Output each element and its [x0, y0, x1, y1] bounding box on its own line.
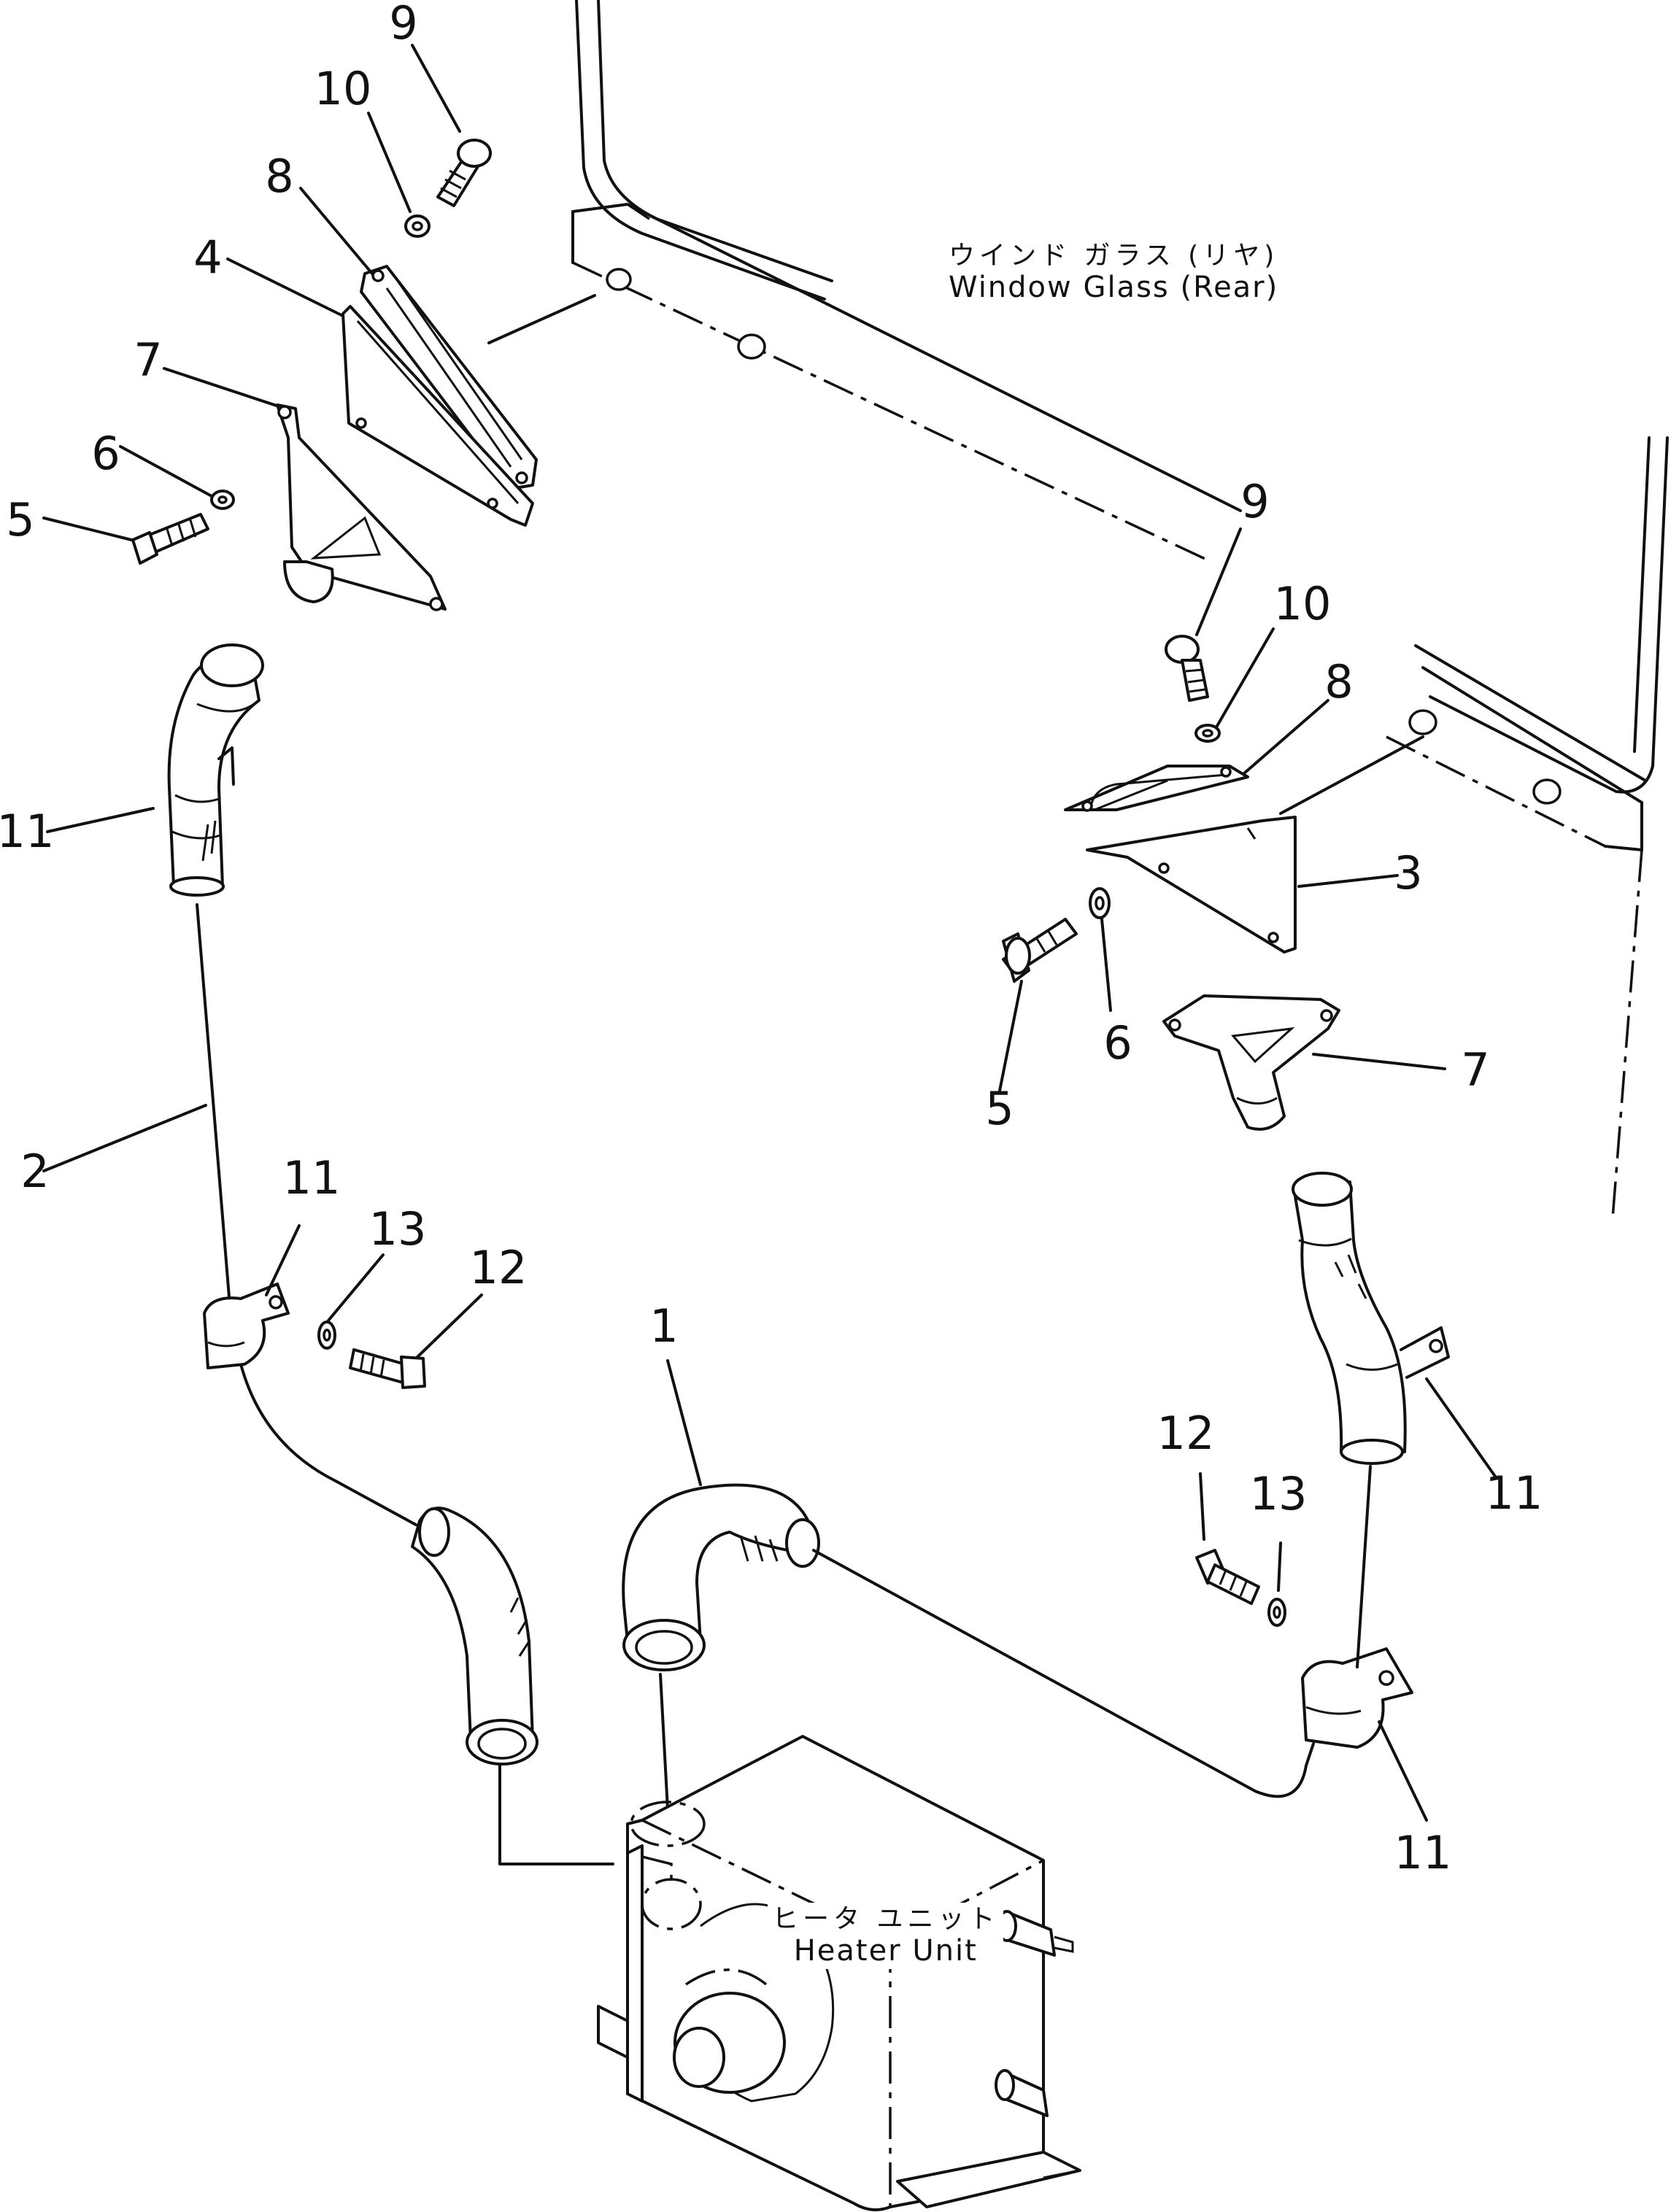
callout-2: 2 [20, 1145, 50, 1198]
callout-11-right-top: 11 [1485, 1466, 1543, 1520]
callout-6-left: 6 [91, 427, 120, 480]
callout-12-left: 12 [469, 1241, 528, 1294]
clamp-11-right-lower [1301, 1465, 1413, 1749]
washer-10-top [404, 214, 431, 238]
callout-7-right: 7 [1461, 1043, 1490, 1097]
callout-11-left-clamp: 11 [282, 1151, 341, 1204]
bolt-12-right [1195, 1549, 1260, 1605]
window-glass-caption-en: Window Glass (Rear) [949, 271, 1279, 305]
window-glass-caption: ウインド ガラス (リヤ) Window Glass (Rear) [949, 241, 1278, 304]
callout-3: 3 [1394, 846, 1423, 900]
heater-unit-caption-jp: ヒータ ユニット [772, 1904, 1000, 1934]
callout-12-right: 12 [1157, 1407, 1215, 1460]
bolt-5-left [131, 513, 209, 565]
washer-13-left [317, 1320, 336, 1350]
callout-6-right: 6 [1103, 1016, 1132, 1070]
duct-7-left [276, 403, 447, 611]
callout-4: 4 [193, 231, 223, 284]
screw-9-top [436, 139, 492, 207]
gasket-8-right [1064, 765, 1249, 812]
callout-9-top: 9 [389, 0, 418, 50]
cab-frame-left [571, 0, 1242, 563]
callout-9-right: 9 [1240, 475, 1270, 528]
callout-8-right: 8 [1324, 655, 1354, 708]
window-glass-caption-jp: ウインド ガラス (リヤ) [949, 241, 1279, 271]
cab-frame-right [1386, 436, 1669, 1219]
duct-3 [1086, 735, 1424, 954]
gasket-8-top [360, 265, 538, 490]
hose-11-right-upper [1292, 1172, 1450, 1465]
duct-7-right [1162, 994, 1340, 1131]
callout-11-left-top: 11 [0, 805, 55, 858]
hose-11-left-upper [167, 643, 264, 897]
heater-unit-caption: ヒータ ユニット Heater Unit [768, 1903, 1004, 1970]
callout-10-right: 10 [1273, 577, 1332, 630]
washer-10-right [1194, 724, 1221, 743]
callout-13-left: 13 [368, 1202, 427, 1256]
heater-unit [597, 1735, 1081, 2211]
washer-13-right [1267, 1598, 1286, 1627]
pipe-2 [196, 903, 417, 1526]
callout-7-left: 7 [134, 333, 163, 387]
heater-unit-caption-en: Heater Unit [793, 1934, 978, 1968]
callout-8-top: 8 [265, 150, 294, 203]
bolt-5-right [1002, 918, 1078, 983]
screw-9-right [1165, 635, 1209, 702]
callout-10-top: 10 [314, 62, 372, 115]
callout-11-right-clamp: 11 [1394, 1826, 1452, 1879]
duct-4 [341, 294, 596, 527]
hose-left-lower [411, 1507, 614, 1865]
hose-1 [622, 1483, 1315, 1811]
washer-6-left [210, 490, 235, 510]
clamp-11-left [203, 1283, 290, 1369]
callout-5-left: 5 [6, 493, 35, 546]
callout-1: 1 [649, 1299, 679, 1353]
callout-13-right: 13 [1249, 1467, 1308, 1520]
callout-5-right: 5 [985, 1082, 1014, 1135]
bolt-12-left [349, 1348, 426, 1389]
leader-lines [42, 44, 1497, 1822]
washer-6-right [1089, 887, 1111, 919]
